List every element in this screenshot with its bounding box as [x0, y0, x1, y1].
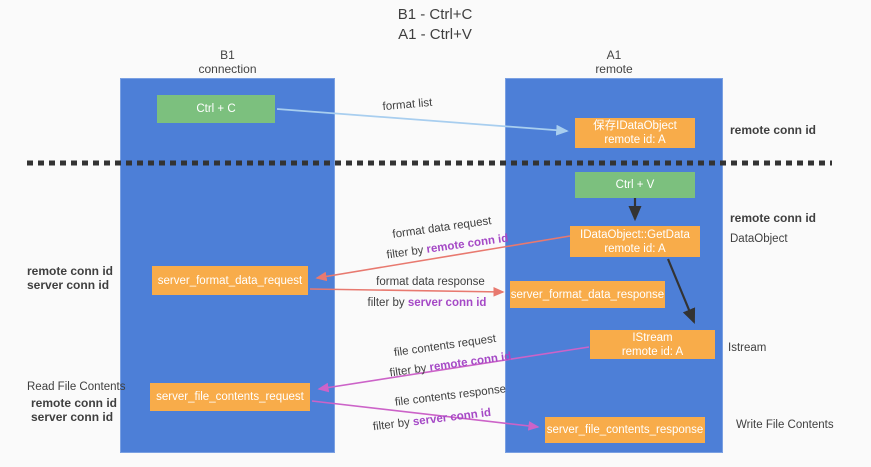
remote-conn-id-text: remote conn id — [425, 232, 510, 256]
format-data-response-label: format data response — [376, 276, 485, 288]
left-remote-conn-id-label-2: remote conn id — [31, 396, 118, 410]
write-file-contents-label: Write File Contents — [736, 419, 834, 431]
lane-b1-name: B1 — [220, 48, 235, 62]
istream-side-label: Istream — [728, 342, 767, 354]
lane-a1-name: A1 — [606, 48, 622, 62]
ctrl-c-node: Ctrl + C — [157, 95, 275, 123]
istream-line2: remote id: A — [621, 345, 684, 358]
dataobject-label: DataObject — [730, 233, 788, 245]
lane-b1-role: connection — [198, 62, 257, 76]
server-file-contents-request-node: server_file_contents_request — [150, 383, 310, 411]
save-idataobject-line2: remote id: A — [604, 134, 666, 146]
lane-a1-role: remote — [595, 62, 633, 76]
server-conn-id-text: server conn id — [412, 406, 492, 429]
filter-by-text: filter by — [372, 416, 411, 434]
format-list-label: format list — [382, 96, 433, 114]
save-idataobject-node: 保存IDataObject remote id: A — [575, 118, 695, 148]
server-file-contents-request-label: server_file_contents_request — [156, 391, 304, 403]
format-data-response-arrow — [309, 287, 505, 297]
istream-line1: IStream — [632, 331, 673, 344]
server-format-data-request-node: server_format_data_request — [152, 266, 308, 295]
server-file-contents-response-label: server_file_contents_response — [546, 424, 704, 436]
server-format-data-request-label: server_format_data_request — [157, 274, 303, 287]
filter-by-text: filter by — [388, 362, 428, 380]
getdata-line1: IDataObject::GetData — [580, 228, 690, 241]
filter-by-text: filter by — [367, 297, 405, 309]
lane-header-b1: B1 connection — [120, 48, 335, 76]
filter-server-conn-id-label-1: filter by server conn id — [362, 297, 492, 309]
title-line-2: A1 - Ctrl+V — [398, 26, 472, 43]
server-file-contents-response-node: server_file_contents_response — [545, 417, 705, 443]
getdata-line2: remote id: A — [604, 242, 666, 255]
save-idataobject-line1: 保存IDataObject — [593, 120, 677, 132]
idataobject-getdata-node: IDataObject::GetData remote id: A — [570, 226, 700, 257]
remote-conn-id-text: remote conn id — [428, 350, 513, 374]
istream-node: IStream remote id: A — [590, 330, 715, 359]
left-server-conn-id-label: server conn id — [27, 278, 110, 292]
right-remote-conn-id-label-mid: remote conn id — [730, 211, 817, 225]
diagram-title: B1 - Ctrl+C A1 - Ctrl+V — [330, 5, 540, 45]
server-conn-id-text: server conn id — [407, 297, 487, 309]
ctrl-v-node: Ctrl + V — [575, 172, 695, 198]
ctrl-c-label: Ctrl + C — [196, 103, 236, 115]
server-format-data-response-node: server_format_data_response — [510, 281, 665, 308]
title-line-1: B1 - Ctrl+C — [397, 6, 473, 23]
left-server-conn-id-label-2: server conn id — [31, 410, 114, 424]
filter-by-text: filter by — [385, 244, 425, 262]
left-remote-conn-id-label: remote conn id — [27, 264, 114, 278]
right-remote-conn-id-label-top: remote conn id — [730, 123, 817, 137]
read-file-contents-label: Read File Contents — [27, 381, 126, 393]
server-format-data-response-label: server_format_data_response — [510, 288, 665, 301]
ctrl-v-label: Ctrl + V — [615, 179, 655, 191]
file-contents-response-label: file contents response — [394, 383, 507, 409]
lane-header-a1: A1 remote — [505, 48, 723, 76]
